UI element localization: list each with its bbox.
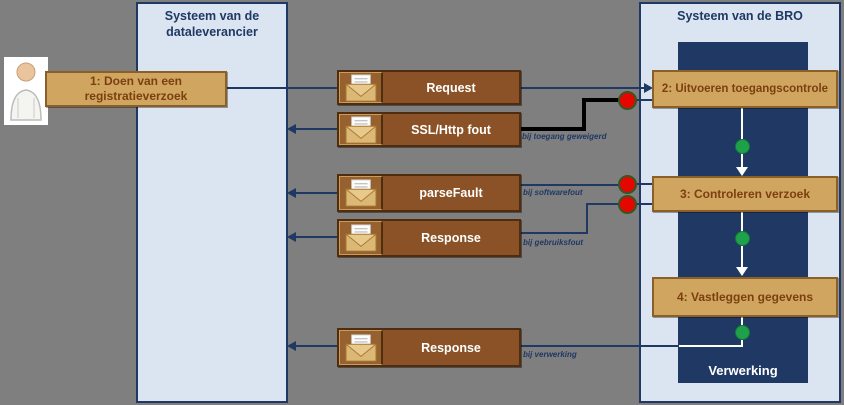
- envelope-icon: [339, 114, 383, 145]
- flow-step3-to-dot2: [741, 212, 743, 232]
- response1-line-h2: [521, 232, 587, 234]
- message-response-2: Response: [337, 328, 521, 367]
- verwerking-lane-label: Verwerking: [708, 363, 778, 378]
- ssl-error-line-h1: [584, 98, 624, 102]
- red-dot-step2: [618, 91, 637, 110]
- green-dot-3: [735, 325, 750, 340]
- request-line-left: [227, 87, 337, 89]
- envelope-icon: [339, 330, 383, 365]
- message-ssl-label: SSL/Http fout: [411, 122, 491, 137]
- flow-arrowhead-step3: [736, 167, 748, 176]
- response1-line-v: [586, 203, 588, 234]
- ssl-error-line-v: [582, 98, 586, 129]
- flow-dot3-down: [741, 340, 743, 347]
- step3-stub-top: [636, 183, 652, 185]
- envelope-icon: [339, 72, 383, 103]
- request-arrowhead: [644, 83, 653, 93]
- annotation-gebruiksfout: bij gebruiksfout: [523, 238, 583, 247]
- flow-arrowhead-step4: [736, 267, 748, 276]
- step-2-label: 2: Uitvoeren toegangscontrole: [661, 82, 829, 95]
- step-4-label: 4: Vastleggen gegevens: [676, 289, 814, 304]
- step-box-3: 3: Controleren verzoek: [652, 176, 838, 212]
- panel-dataleverancier-title-text: Systeem van de dataleverancier: [164, 9, 260, 39]
- annotation-verwerking: bij verwerking: [523, 350, 577, 359]
- step-3-label: 3: Controleren verzoek: [679, 186, 811, 201]
- step3-stub-bottom: [636, 203, 652, 205]
- message-parsefault: parseFault: [337, 174, 521, 212]
- actor-card: [4, 57, 48, 125]
- panel-bro-title: Systeem van de BRO: [641, 9, 839, 25]
- step-box-2: 2: Uitvoeren toegangscontrole: [652, 70, 838, 108]
- message-response-2-label: Response: [421, 340, 481, 355]
- response1-return-line: [294, 236, 337, 238]
- annotation-toegang-geweigerd: bij toegang geweigerd: [522, 132, 607, 141]
- message-response-1-label: Response: [421, 231, 481, 245]
- message-request: Request: [337, 70, 521, 105]
- envelope-icon: [339, 221, 383, 255]
- message-request-label: Request: [426, 80, 476, 95]
- parsefault-return-arrowhead: [287, 188, 296, 198]
- message-parsefault-label: parseFault: [419, 186, 483, 200]
- response1-line-h1: [587, 203, 621, 205]
- green-dot-2: [735, 231, 750, 246]
- red-dot-step3-bottom: [618, 195, 637, 214]
- ssl-return-line: [294, 128, 337, 130]
- flow-dot1-to-step3: [741, 153, 743, 168]
- panel-bro-title-text: Systeem van de BRO: [677, 9, 803, 23]
- parsefault-return-line: [294, 192, 337, 194]
- red-dot-step3-top: [618, 175, 637, 194]
- envelope-icon: [339, 176, 383, 210]
- flow-step2-to-dot1: [741, 108, 743, 140]
- step-box-1: 1: Doen van een registratieverzoek: [45, 71, 227, 107]
- ssl-return-arrowhead: [287, 124, 296, 134]
- flow-step4-to-dot3: [741, 317, 743, 326]
- request-line-right: [521, 87, 645, 89]
- flow-dot2-to-step4: [741, 246, 743, 267]
- message-response-1: Response: [337, 219, 521, 257]
- message-ssl-http-fout: SSL/Http fout: [337, 112, 521, 147]
- step-box-4: 4: Vastleggen gegevens: [652, 277, 838, 317]
- step2-exit-line: [630, 99, 652, 101]
- ssl-error-line-h2: [521, 127, 586, 131]
- response2-return-line: [294, 345, 337, 347]
- response2-line-right: [521, 345, 679, 347]
- person-icon: [10, 62, 42, 121]
- response1-return-arrowhead: [287, 232, 296, 242]
- panel-dataleverancier: Systeem van de dataleverancier: [136, 2, 288, 403]
- green-dot-1: [735, 139, 750, 154]
- panel-dataleverancier-title: Systeem van de dataleverancier: [138, 9, 286, 40]
- flow-white-horizontal: [679, 345, 743, 347]
- step-1-label: 1: Doen van een registratieverzoek: [84, 74, 188, 103]
- annotation-softwarefout: bij softwarefout: [523, 188, 583, 197]
- response2-return-arrowhead: [287, 341, 296, 351]
- parsefault-line-right: [521, 184, 621, 186]
